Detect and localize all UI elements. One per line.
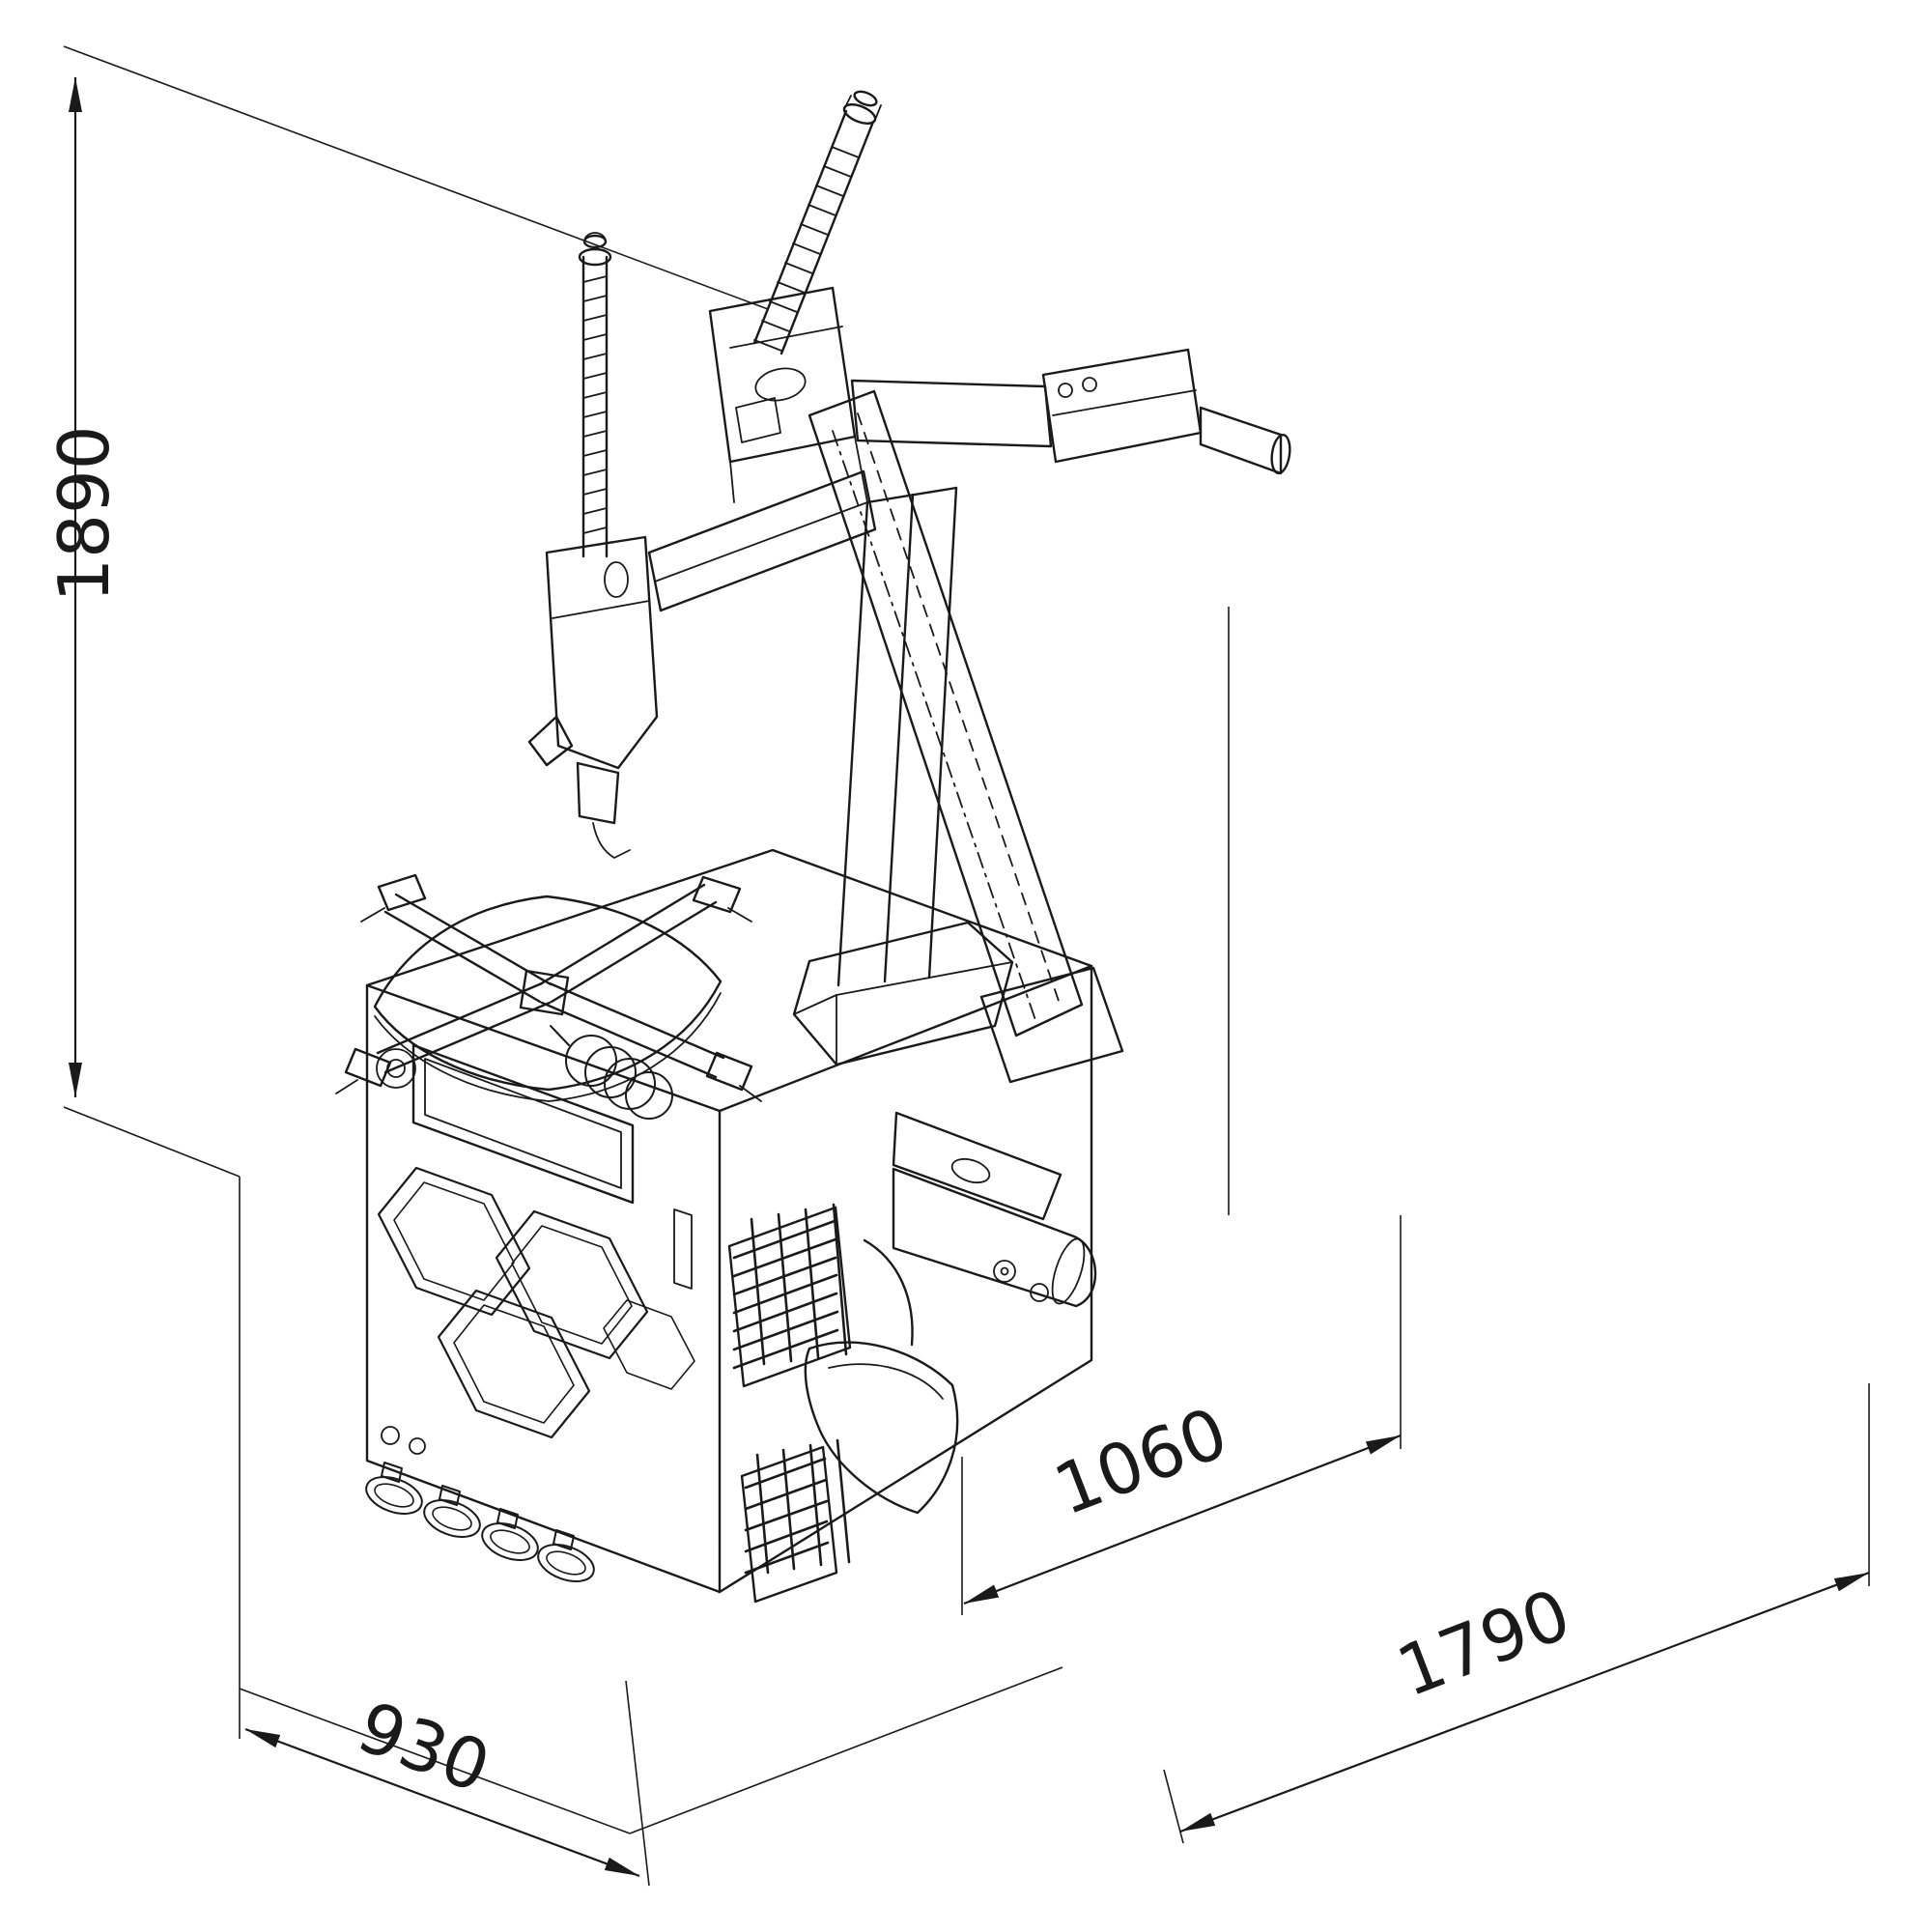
base-cabinet <box>365 848 1093 1594</box>
bead-breaker-housing <box>892 1111 1097 1308</box>
swing-arm <box>647 469 877 612</box>
machine-illustration <box>335 90 1291 1604</box>
hex-rod-upright <box>578 232 612 558</box>
side-grille <box>727 1203 852 1604</box>
dimension-annotations: 1890 930 1060 1790 <box>43 45 1870 1887</box>
extension-lines <box>63 45 1870 1887</box>
mount-head-slide <box>527 535 659 859</box>
dimension-line-overall-depth <box>1179 1571 1870 1833</box>
vertical-column <box>792 486 1014 1066</box>
dimension-line-depth <box>963 1434 1402 1605</box>
dimension-label-height: 1890 <box>43 425 125 602</box>
tilt-column-position <box>808 389 1124 1084</box>
coiled-hose <box>550 1025 673 1120</box>
hex-rod-tilted <box>752 90 882 355</box>
bead-breaker-blade <box>804 1238 959 1515</box>
dimension-label-width: 930 <box>348 1686 500 1808</box>
hexagon-cutouts <box>377 1166 695 1439</box>
turntable <box>335 873 762 1102</box>
dimension-lines <box>69 77 1870 1878</box>
dimension-line-width <box>244 1727 640 1878</box>
carriage-head <box>708 286 868 503</box>
control-pedals <box>365 1462 595 1582</box>
arm-bracket-cylinder <box>850 348 1291 475</box>
